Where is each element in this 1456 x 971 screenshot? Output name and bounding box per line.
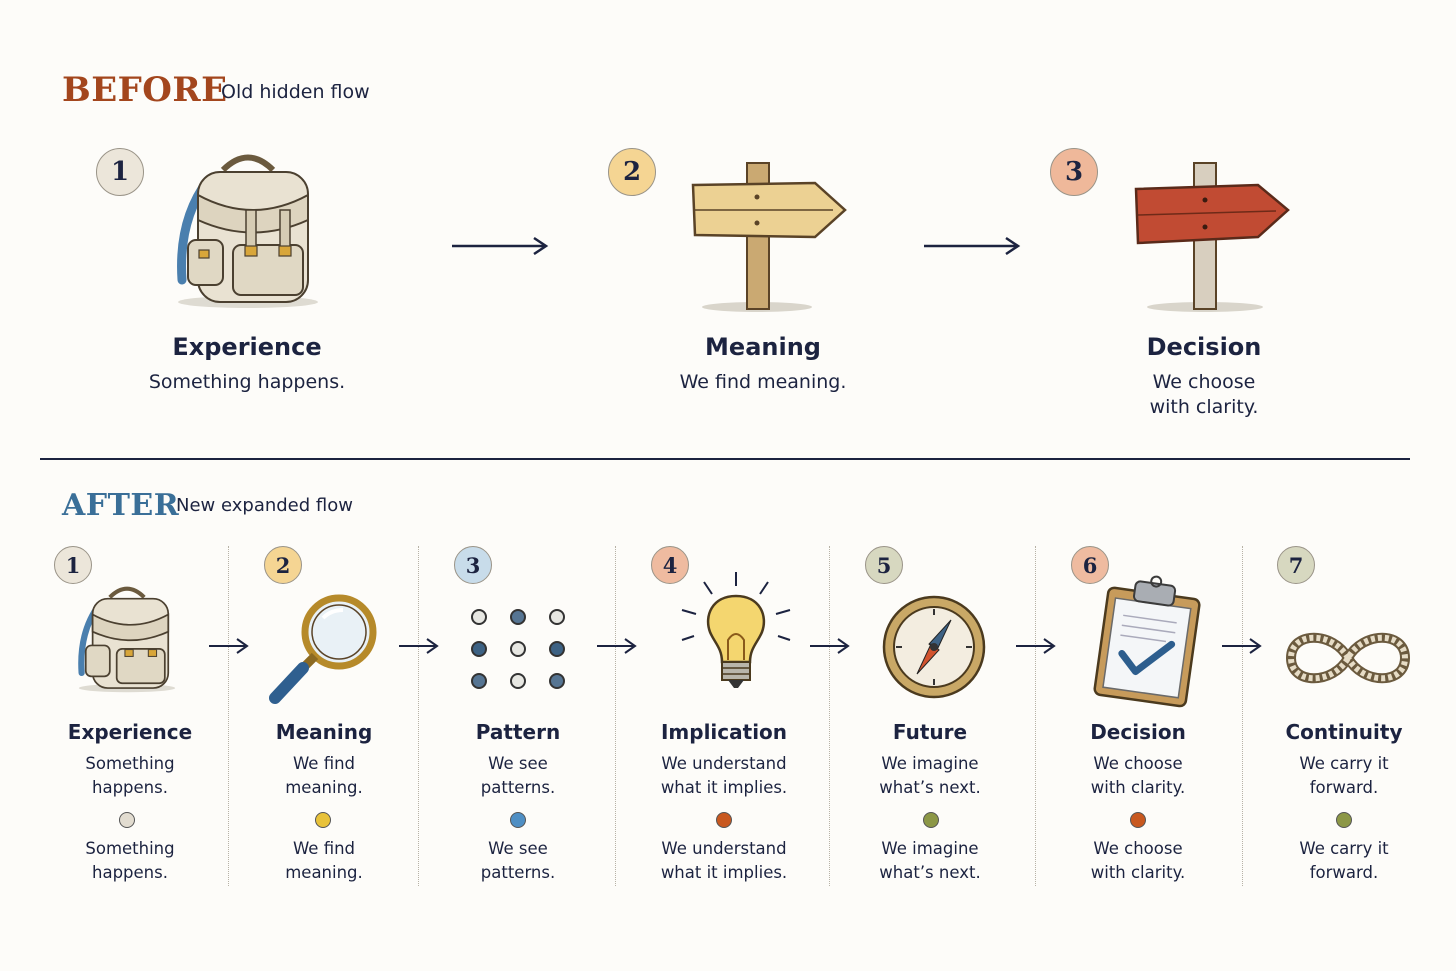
arrow-right-icon xyxy=(597,638,637,654)
magnifying-glass-icon xyxy=(269,594,377,704)
after-step-6-desc-line4: with clarity. xyxy=(1090,863,1186,882)
before-step-2-desc: We find meaning. xyxy=(679,371,847,393)
after-step-4-title: Implication xyxy=(660,720,788,744)
before-step-1-title: Experience xyxy=(172,333,322,361)
after-step-1-dot xyxy=(119,812,135,828)
after-step-1-desc-line3: Something xyxy=(85,839,175,858)
after-step-3-desc-line1: We see xyxy=(488,754,548,773)
after-step-2-title: Meaning xyxy=(275,720,373,744)
after-step-1-title: Experience xyxy=(67,720,193,744)
backpack-icon xyxy=(177,154,318,308)
arrow-right-icon xyxy=(1222,638,1262,654)
after-step-3-badge: 3 xyxy=(454,546,492,584)
before-step-1-desc: Something happens. xyxy=(148,371,346,393)
before-step-3-badge: 3 xyxy=(1050,148,1098,196)
after-step-2-desc-line3: We find xyxy=(292,839,356,858)
after-step-3-desc-line3: We see xyxy=(488,839,548,858)
column-divider xyxy=(1035,546,1036,886)
after-step-4-desc-line3: We understand xyxy=(661,839,787,858)
after-step-1-badge: 1 xyxy=(54,546,92,584)
before-step-3-title: Decision xyxy=(1146,333,1262,361)
after-step-4-dot xyxy=(716,812,732,828)
after-subtitle: New expanded flow xyxy=(176,495,353,516)
after-step-3-desc-line2: patterns. xyxy=(480,778,556,797)
after-step-3-desc-line4: patterns. xyxy=(480,863,556,882)
after-step-7-desc-line2: forward. xyxy=(1309,778,1379,797)
after-step-6-badge: 6 xyxy=(1071,546,1109,584)
column-divider xyxy=(228,546,229,886)
after-step-7-desc-line4: forward. xyxy=(1309,863,1379,882)
arrow-right-icon xyxy=(1016,638,1056,654)
after-step-2-desc-line2: meaning. xyxy=(285,778,363,797)
after-step-1-desc-line2: happens. xyxy=(92,778,168,797)
after-step-6-dot xyxy=(1130,812,1146,828)
column-divider xyxy=(615,546,616,886)
compass-icon xyxy=(882,595,986,699)
lightbulb-icon xyxy=(681,572,791,688)
after-step-7-desc-line1: We carry it xyxy=(1299,754,1389,773)
after-step-7-dot xyxy=(1336,812,1352,828)
backpack-icon xyxy=(78,586,176,693)
arrow-right-icon xyxy=(452,236,549,256)
after-step-3-dot xyxy=(510,812,526,828)
after-step-5-desc-line4: what’s next. xyxy=(879,863,981,882)
before-step-3-desc-line1: We choose xyxy=(1152,371,1256,393)
before-step-1-badge: 1 xyxy=(96,148,144,196)
before-step-3-desc-line2: with clarity. xyxy=(1149,396,1259,418)
after-step-5-desc-line3: We imagine xyxy=(881,839,979,858)
arrow-right-icon xyxy=(810,638,850,654)
before-step-2-badge: 2 xyxy=(608,148,656,196)
before-subtitle: Old hidden flow xyxy=(221,81,370,103)
after-step-4-badge: 4 xyxy=(651,546,689,584)
arrow-right-icon xyxy=(209,638,249,654)
before-step-2-title: Meaning xyxy=(705,333,821,361)
clipboard-check-icon xyxy=(1093,575,1201,708)
arrow-right-icon xyxy=(924,236,1021,256)
after-step-5-desc-line2: what’s next. xyxy=(879,778,981,797)
column-divider xyxy=(829,546,830,886)
after-step-1-desc-line4: happens. xyxy=(92,863,168,882)
after-step-5-badge: 5 xyxy=(865,546,903,584)
after-step-7-desc-line3: We carry it xyxy=(1299,839,1389,858)
after-step-2-desc-line4: meaning. xyxy=(285,863,363,882)
after-step-6-desc-line1: We choose xyxy=(1093,754,1183,773)
after-step-6-title: Decision xyxy=(1090,720,1186,744)
red-signpost-icon xyxy=(1134,162,1290,312)
arrow-right-icon xyxy=(399,638,439,654)
signpost-icon xyxy=(691,162,847,312)
after-step-5-title: Future xyxy=(892,720,968,744)
after-step-7-title: Continuity xyxy=(1285,720,1403,744)
after-step-2-dot xyxy=(315,812,331,828)
after-step-5-dot xyxy=(923,812,939,828)
section-divider xyxy=(40,458,1410,460)
after-step-5-desc-line1: We imagine xyxy=(881,754,979,773)
after-step-4-desc-line2: what it implies. xyxy=(660,778,788,797)
infinity-rope-icon xyxy=(1285,632,1411,684)
after-step-2-badge: 2 xyxy=(264,546,302,584)
before-title: BEFORE xyxy=(62,70,228,110)
after-step-4-desc-line1: We understand xyxy=(661,754,787,773)
after-step-1-desc-line1: Something xyxy=(85,754,175,773)
after-step-7-badge: 7 xyxy=(1277,546,1315,584)
after-step-2-desc-line1: We find xyxy=(292,754,356,773)
after-step-6-desc-line2: with clarity. xyxy=(1090,778,1186,797)
dot-grid-icon xyxy=(471,609,565,689)
column-divider xyxy=(1242,546,1243,886)
after-step-4-desc-line4: what it implies. xyxy=(660,863,788,882)
after-step-6-desc-line3: We choose xyxy=(1093,839,1183,858)
after-step-3-title: Pattern xyxy=(475,720,561,744)
column-divider xyxy=(418,546,419,886)
after-title: AFTER xyxy=(62,488,180,523)
